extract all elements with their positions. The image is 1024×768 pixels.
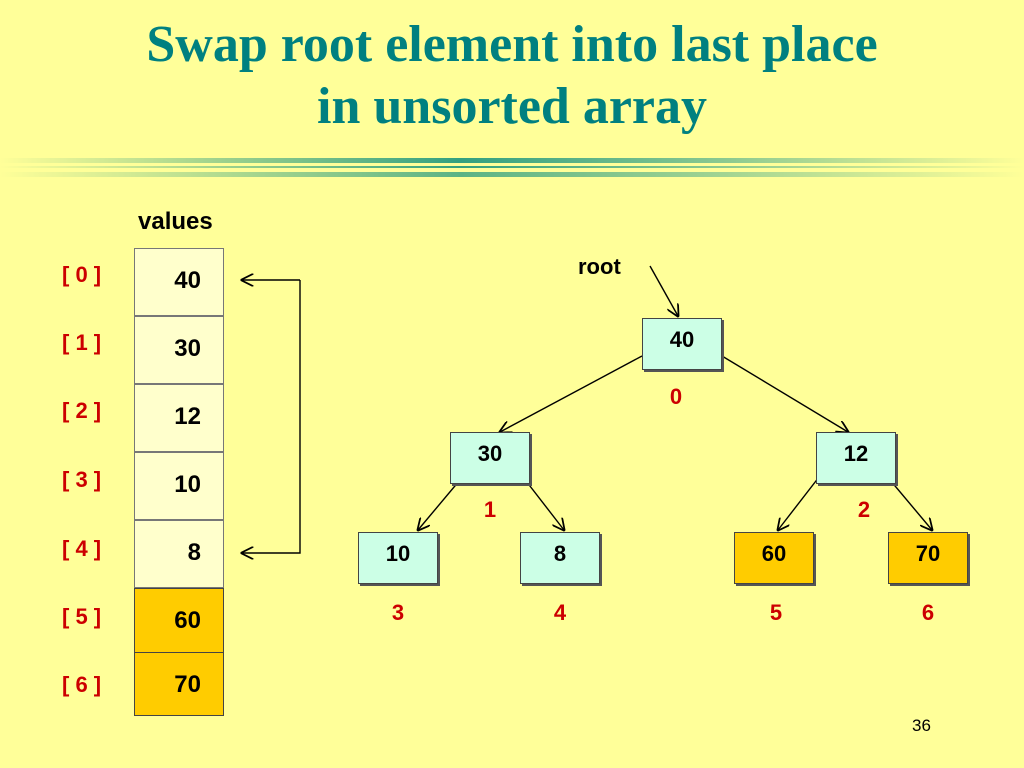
- array-value-6: 70: [174, 671, 201, 698]
- array-cell-2: 12: [134, 384, 224, 452]
- tree-node-5-index: 5: [769, 600, 783, 625]
- array-index-6: [ 6 ]: [62, 672, 102, 697]
- array-value-0: 40: [174, 267, 201, 294]
- array-index-5: [ 5 ]: [62, 604, 102, 629]
- tree-node-4-index: 4: [553, 600, 567, 625]
- tree-node-3: 10: [358, 532, 438, 584]
- array-value-5: 60: [174, 607, 201, 634]
- tree-node-4-value: 8: [553, 541, 567, 566]
- array-cell-0: 40: [134, 248, 224, 316]
- tree-node-5-value: 60: [761, 541, 787, 566]
- tree-node-2-index: 2: [857, 497, 871, 522]
- array-cell-4: 8: [134, 520, 224, 588]
- slide-title: Swap root element into last place in uns…: [0, 14, 1024, 138]
- array-cell-1: 30: [134, 316, 224, 384]
- edge-0-1: [500, 355, 643, 432]
- title-line-2: in unsorted array: [317, 78, 707, 135]
- array-index-3: [ 3 ]: [62, 467, 102, 492]
- tree-node-0-value: 40: [669, 327, 695, 352]
- array-value-2: 12: [174, 403, 201, 430]
- array-value-3: 10: [174, 471, 201, 498]
- edge-0-2: [721, 355, 848, 432]
- page-number: 36: [912, 716, 931, 735]
- tree-node-6: 70: [888, 532, 968, 584]
- tree-node-3-value: 10: [385, 541, 411, 566]
- array-value-1: 30: [174, 335, 201, 362]
- array-value-4: 8: [187, 539, 201, 566]
- tree-node-3-index: 3: [391, 600, 405, 625]
- title-divider: [0, 158, 1024, 177]
- array-label: values: [138, 208, 213, 235]
- tree-node-1-index: 1: [483, 497, 497, 522]
- array-cell-3: 10: [134, 452, 224, 520]
- tree-node-0-index: 0: [669, 384, 683, 409]
- tree-node-4: 8: [520, 532, 600, 584]
- array-index-2: [ 2 ]: [62, 398, 102, 423]
- array-index-4: [ 4 ]: [62, 536, 102, 561]
- tree-node-2: 12: [816, 432, 896, 484]
- tree-node-1: 30: [450, 432, 530, 484]
- tree-node-6-index: 6: [921, 600, 935, 625]
- title-line-1: Swap root element into last place: [146, 16, 878, 73]
- tree-node-1-value: 30: [477, 441, 503, 466]
- swap-arrow: [242, 280, 301, 553]
- tree-node-2-value: 12: [843, 441, 869, 466]
- array-index-1: [ 1 ]: [62, 330, 102, 355]
- root-label: root: [578, 254, 621, 279]
- tree-node-6-value: 70: [915, 541, 941, 566]
- array-cell-6: 70: [134, 652, 224, 716]
- tree-node-5: 60: [734, 532, 814, 584]
- array-index-0: [ 0 ]: [62, 262, 102, 287]
- tree-node-0: 40: [642, 318, 722, 370]
- root-pointer-arrow: [649, 265, 678, 316]
